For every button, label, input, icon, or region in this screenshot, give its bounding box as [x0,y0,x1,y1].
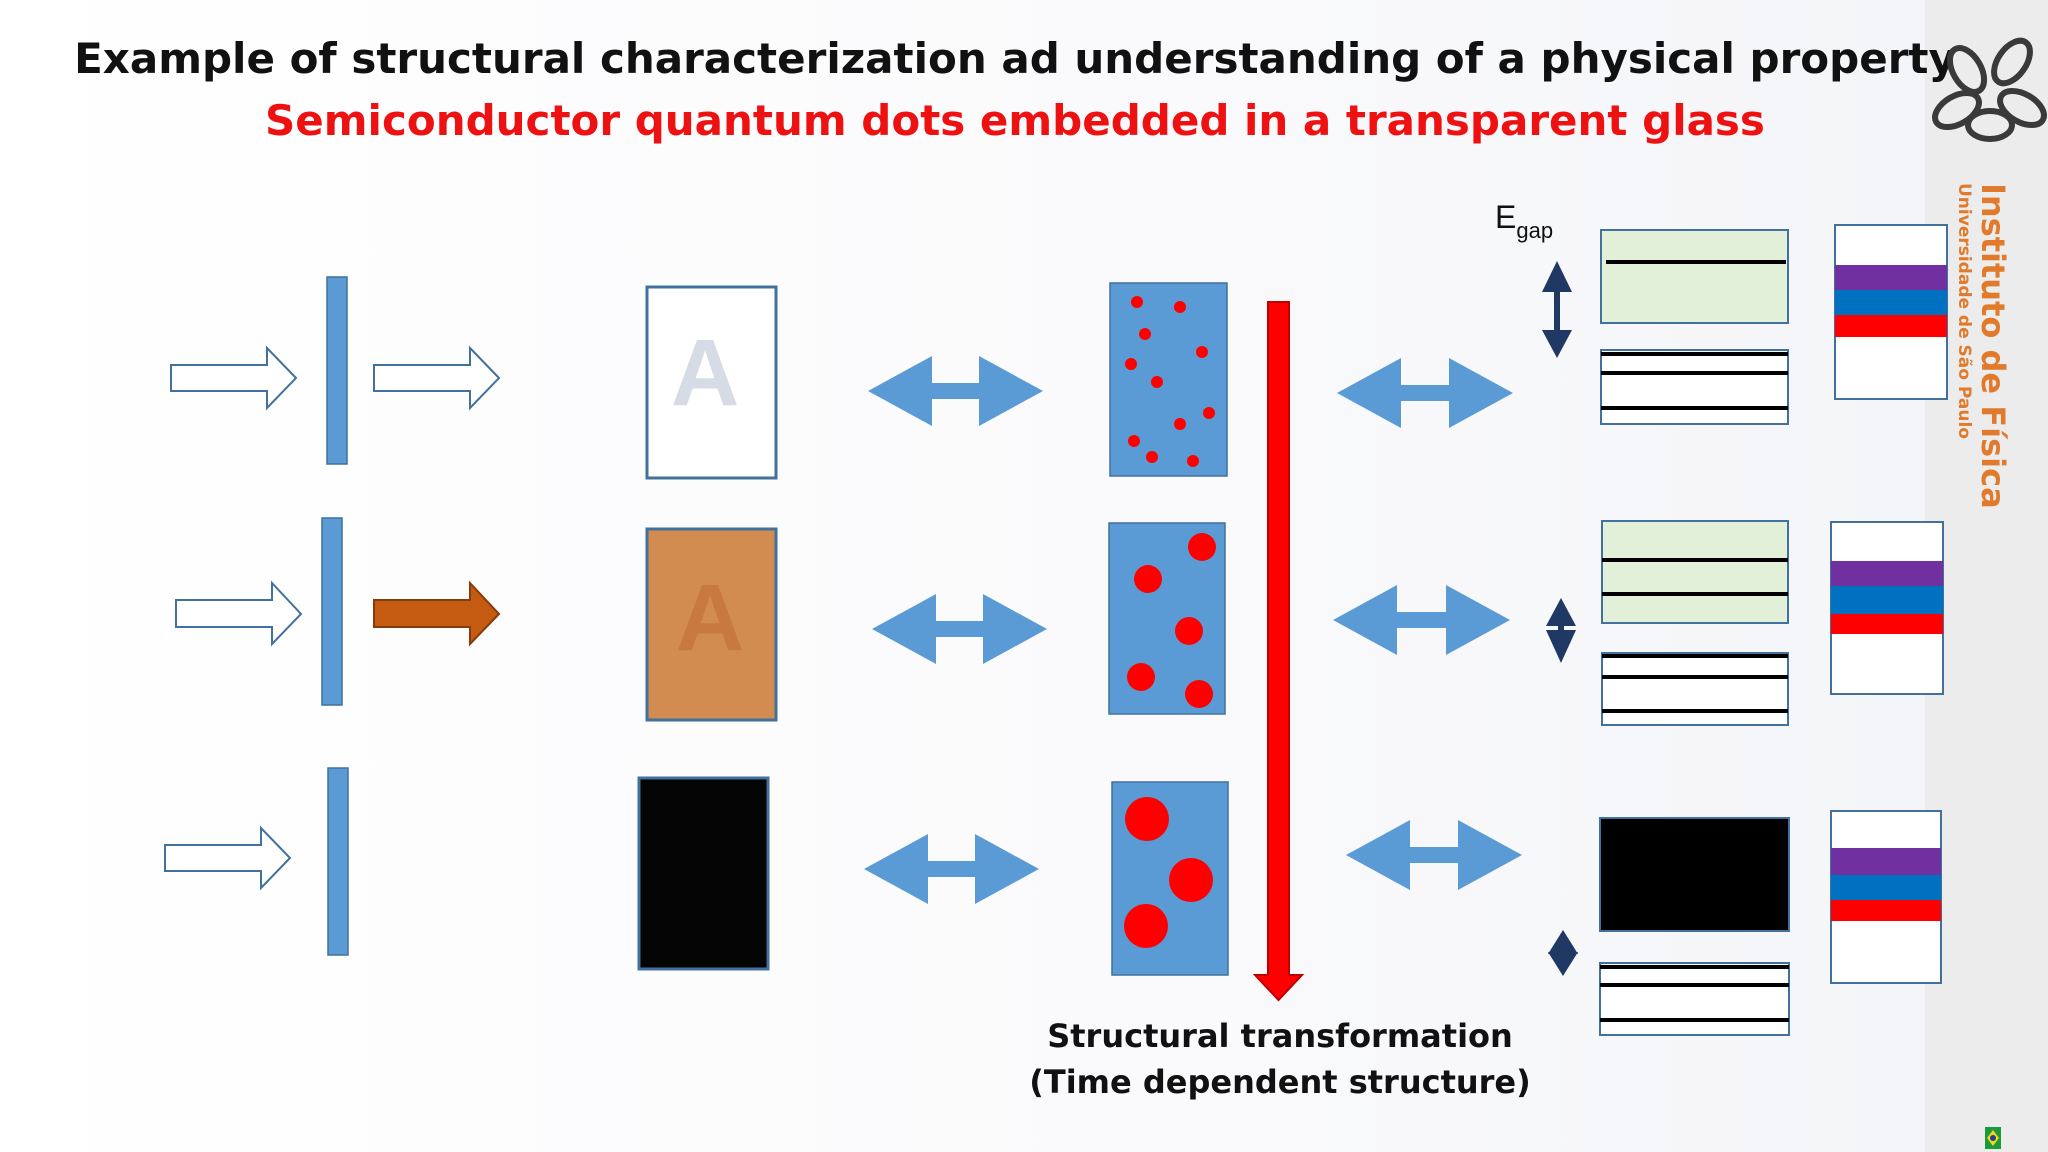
band-diagram-2 [1601,520,1789,726]
double-arrow-right-1 [1337,358,1513,428]
university-name: Universidade de São Paulo [1954,183,1974,439]
spectrum-blue-1 [1835,290,1947,315]
quantum-dots-small [1125,296,1215,467]
slide-subtitle: Semiconductor quantum dots embedded in a… [265,96,1765,145]
glass-slab-1 [326,276,348,465]
egap-label: Egap [1495,199,1553,243]
slide-title: Example of structural characterization a… [74,34,1956,83]
spectrum-red-1 [1835,315,1947,337]
spectrum-blue-3 [1831,875,1941,900]
egap-label-subscript: gap [1516,218,1553,243]
structure-panel-small-dots [1109,282,1228,477]
glass-slab-3 [327,767,349,956]
valence-band-2 [1601,652,1789,726]
transformation-caption-line1: Structural transformation [1047,1017,1513,1055]
double-arrow-left-2 [872,594,1047,664]
spectrum-red-2 [1831,614,1943,634]
institute-logo-icon [1932,37,2047,142]
spectrum-purple-1 [1835,265,1947,290]
band-diagram-1 [1600,229,1789,425]
sample-letter-2: A [676,565,745,671]
spectrum-purple-2 [1831,561,1943,586]
spectrum-column-3 [1830,810,1942,984]
spectrum-column-1 [1834,224,1948,400]
transformation-caption-line2: (Time dependent structure) [1029,1063,1531,1101]
spectrum-column-2 [1830,521,1944,695]
structural-transformation-arrow [1252,301,1305,1002]
institute-name: Instituto de Física [1974,183,2012,509]
egap-label-base: E [1495,199,1516,235]
brazil-flag-icon [1985,1127,2001,1149]
sample-transparent [645,285,778,480]
egap-arrow-large [1542,261,1572,358]
valence-band-3 [1599,962,1790,1036]
conduction-band-3 [1599,817,1790,932]
band-diagram-3 [1599,817,1790,1036]
quantum-dots-medium [1127,533,1216,708]
double-arrow-right-3 [1346,820,1522,890]
transmitted-light-arrow-2 [373,580,501,647]
double-arrow-left-3 [864,834,1039,904]
incident-light-arrow-2 [175,580,303,647]
conduction-band-2 [1601,520,1789,624]
sample-black [637,776,770,971]
valence-band-1 [1600,349,1789,425]
spectrum-blue-2 [1831,586,1943,614]
incident-light-arrow-3 [164,825,292,891]
transmitted-light-arrow-1 [373,345,501,411]
glass-slab-2 [321,517,343,706]
sample-orange [645,527,778,722]
double-arrow-right-2 [1333,585,1510,655]
conduction-band-1 [1600,229,1789,324]
sample-letter-1: A [671,320,740,426]
double-arrow-left-1 [868,356,1043,426]
spectrum-purple-3 [1831,848,1941,875]
egap-arrow-medium [1546,598,1576,663]
quantum-dots-large [1124,797,1213,948]
institution-sidebar [1925,0,2048,1152]
spectrum-red-3 [1831,900,1941,921]
egap-arrow-small [1548,930,1578,976]
incident-light-arrow-1 [170,345,298,411]
